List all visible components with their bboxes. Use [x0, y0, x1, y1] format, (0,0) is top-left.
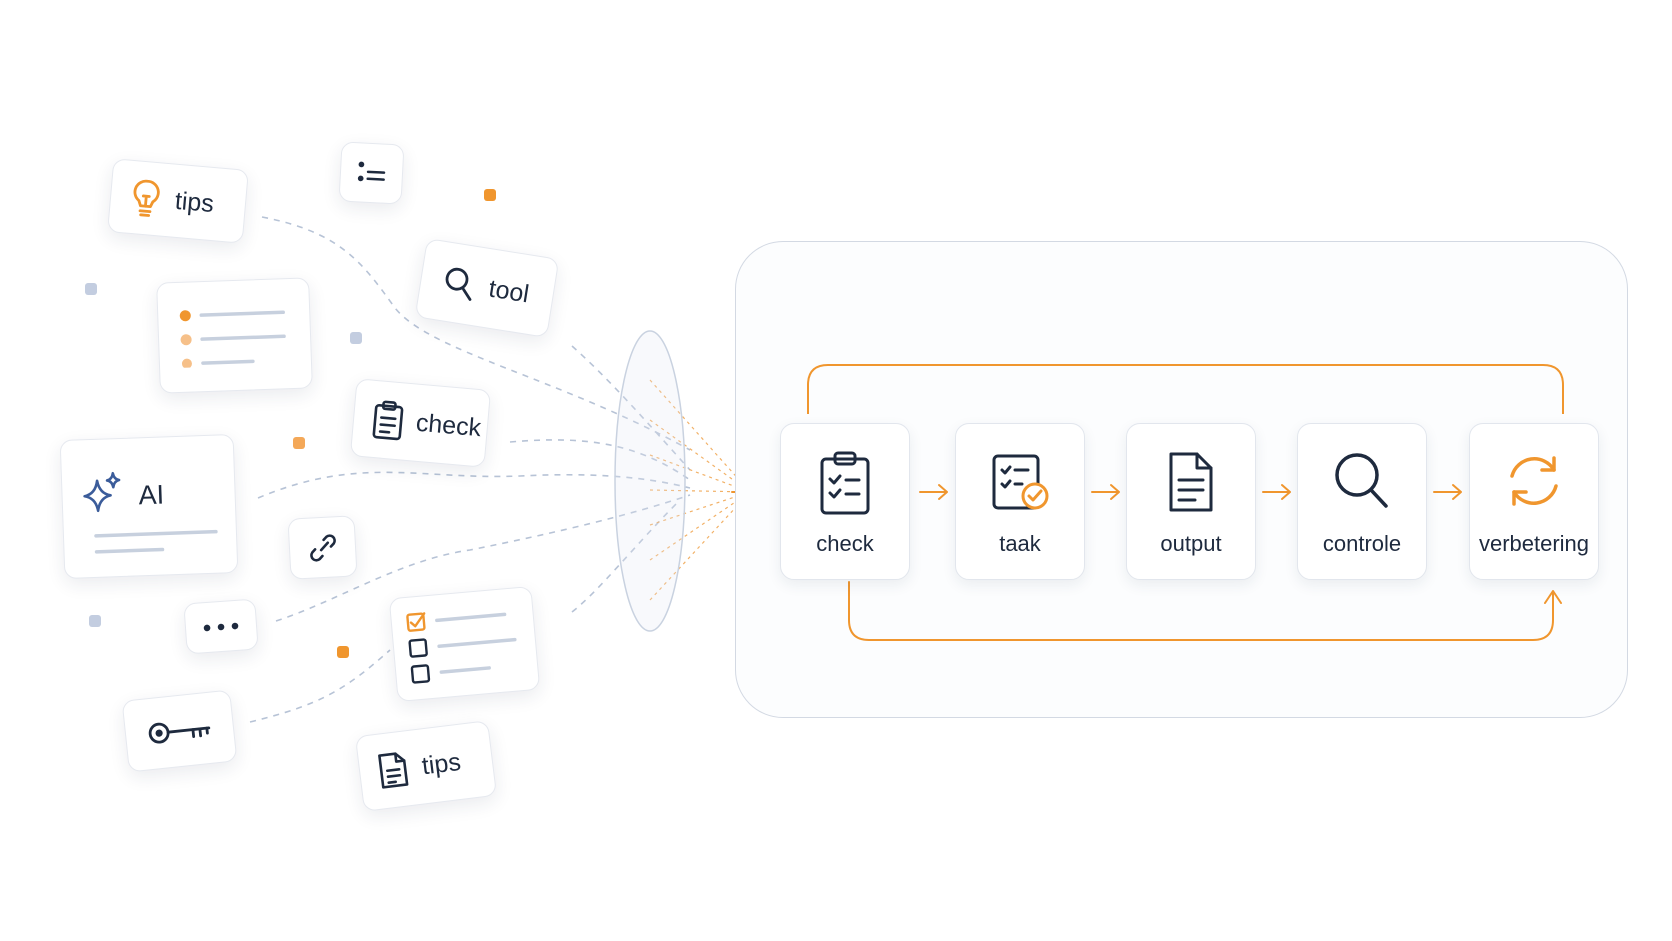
- ai-label: AI: [138, 479, 165, 511]
- checklist-card: [388, 585, 541, 703]
- step-label: output: [1160, 531, 1222, 556]
- task-check-icon: [990, 450, 1050, 514]
- bottom-feedback-loop: [848, 581, 1562, 641]
- document-icon: [376, 749, 410, 790]
- step-output: output: [1126, 423, 1256, 580]
- placeholder-lines: [94, 529, 218, 554]
- step-controle: controle: [1297, 423, 1427, 580]
- orange-square: [337, 646, 349, 658]
- gray-square: [85, 283, 97, 295]
- tool-label: tool: [486, 273, 532, 308]
- check-card: check: [349, 378, 492, 468]
- search-icon: [1332, 450, 1392, 512]
- key-card: [121, 689, 238, 773]
- tips-label: tips: [420, 747, 463, 780]
- orange-square: [484, 189, 496, 201]
- check-label: check: [414, 408, 483, 442]
- list-icon-card: [338, 141, 405, 205]
- dashed-connector: [571, 345, 691, 471]
- gray-square: [89, 615, 101, 627]
- step-verbetering: verbetering: [1469, 423, 1599, 580]
- checklist-icon: [404, 603, 526, 685]
- lightbulb-icon: [129, 177, 162, 219]
- dashed-connector: [257, 471, 691, 499]
- list-icon: [356, 160, 387, 186]
- step-label: verbetering: [1478, 531, 1590, 556]
- search-icon: [441, 264, 478, 303]
- bullet-list-icon: [178, 304, 290, 368]
- key-icon: [145, 714, 214, 749]
- gray-square: [350, 332, 362, 344]
- step-taak: taak: [955, 423, 1085, 580]
- more-icon: [203, 621, 239, 631]
- tips-label: tips: [173, 186, 216, 218]
- dashed-connector: [571, 499, 681, 613]
- ai-card: AI: [59, 434, 239, 579]
- dashed-connector: [275, 494, 691, 622]
- step-check: check: [780, 423, 910, 580]
- bullet-list-card: [156, 277, 313, 394]
- dashed-connector: [261, 216, 691, 451]
- top-feedback-loop: [807, 364, 1564, 414]
- link-icon: [307, 532, 339, 564]
- step-arrow: [1262, 484, 1291, 500]
- tips-card: tips: [107, 158, 249, 244]
- step-label: taak: [999, 531, 1041, 556]
- dashed-connector: [509, 439, 691, 481]
- refresh-icon: [1504, 450, 1564, 512]
- step-label: check: [816, 531, 874, 556]
- tool-card: tool: [414, 238, 560, 338]
- dashed-connector: [249, 649, 391, 723]
- sparkle-icon: [82, 471, 123, 514]
- orange-square: [293, 437, 305, 449]
- link-card: [287, 515, 358, 580]
- funnel-lens: [614, 330, 686, 632]
- more-card: [183, 598, 259, 655]
- document-icon: [1165, 450, 1217, 514]
- clipboard-check-icon: [817, 450, 873, 516]
- clipboard-icon: [370, 399, 405, 442]
- step-label: controle: [1322, 531, 1402, 556]
- step-arrow: [1091, 484, 1120, 500]
- step-arrow: [919, 484, 948, 500]
- step-arrow: [1433, 484, 1462, 500]
- tips-doc-card: tips: [354, 720, 498, 812]
